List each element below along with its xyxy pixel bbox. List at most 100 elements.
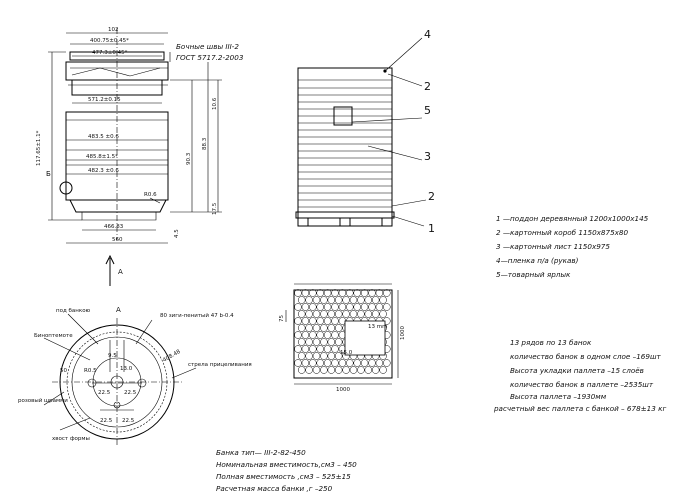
can-circle [338,359,347,367]
can-circle [383,289,391,297]
dim-h3: 17.5 [212,202,218,215]
dim-body-lower: 482.3 ±0.6 [88,168,119,174]
can-circle [342,366,350,374]
top-view-title: A [116,306,121,314]
callout-3: 3 [424,150,431,163]
can-circle [294,345,302,353]
note-per-layer: количество банок в одном слое –169шт [510,352,662,361]
can-circle [301,317,310,325]
can-circle [297,296,306,304]
note-rows: 13 рядов по 13 банок [510,338,592,347]
can-circle [305,310,313,318]
spec-type: Банка тип— III-2-82-450 [216,448,306,457]
can-circle [297,338,306,346]
dim-seam-dia: 571.2±0.15 [88,97,121,103]
can-circle [379,366,387,374]
can-circle [346,289,354,297]
label-under-can: под банкою [56,308,91,314]
can-circle [338,289,347,297]
can-circle [294,331,302,339]
dim-d8: 50 [60,368,67,374]
can-circle [364,310,373,318]
note-layers: Высота укладки паллета –15 слоёв [510,366,644,375]
can-circle [379,310,387,318]
can-circle [334,352,343,360]
can-circle [331,303,339,311]
legend-item-4: 4—пленка п/а (рукав) [496,256,579,265]
can-circle [316,289,324,297]
can-circle [327,338,336,346]
legend-item-5: 5—товарный ярлык [496,270,571,279]
can-circle [334,338,343,346]
can-circle [309,317,317,325]
can-circle [331,289,339,297]
can-circle [327,366,336,374]
spec-full: Полная вместимость ,см3 – 525±15 [216,472,351,481]
dim-flange-diameter: 400.75±0.45* [90,38,129,44]
can-circle [320,366,328,374]
can-circle [312,310,321,318]
can-circle [346,359,354,367]
can-circle [368,289,376,297]
dim-bottom-dia: 466.83 [104,224,124,230]
can-circle [368,303,376,311]
label-bottom: хвост формы [52,436,90,442]
can-circle [301,303,310,311]
callout-5: 5 [424,104,431,117]
pallet-view: 4 2 5 3 2 1 [295,28,435,235]
layout-height: 1000 [400,326,406,340]
can-circle [309,345,317,353]
dim-body-mid: 485.8±1.5* [86,154,118,160]
dim-h4: 10.6 [212,97,218,110]
spec-nominal: Номинальная вместимость,см3 – 450 [216,460,357,469]
can-circle [294,359,302,367]
can-circle [357,366,365,374]
can-circle [334,310,343,318]
can-circle [353,303,361,311]
layout-gap-h: 13 mm [368,324,387,330]
can-circle [334,324,343,332]
can-circle [297,324,306,332]
can-circle [331,317,339,325]
can-circle [383,303,391,311]
can-circle [357,296,365,304]
can-circle [327,296,336,304]
can-circle [301,345,310,353]
can-circle [305,352,313,360]
can-circle [323,317,332,325]
dim-r-bottom: R0.6 [144,192,157,198]
label-left: розовый шрамми [18,397,68,404]
can-circle [312,324,321,332]
component-legend: 1 —поддон деревянный 1200х1000х145 2 —ка… [496,214,649,279]
can-circle [331,359,339,367]
can-circle [331,345,339,353]
label-arrow: стрела прицеливания [188,362,252,368]
layout-edge: 75 [279,315,285,322]
can-circle [342,296,350,304]
can-circle [297,366,306,374]
can-circle [349,366,358,374]
callout-1: 1 [428,222,435,235]
can-circle [312,352,321,360]
can-circle [301,359,310,367]
can-circle [371,296,380,304]
can-side-view [48,28,222,244]
callout-4: 4 [424,28,431,41]
can-circle [364,296,373,304]
can-circle [371,366,380,374]
dim-d4: 13.0 [120,366,133,372]
can-circle [309,331,317,339]
can-circle [349,310,358,318]
can-circle [353,359,361,367]
can-circle [364,366,373,374]
pallet-layout: 1000 1000 75 15.0 13 mm [279,283,406,393]
dim-body-neck: 477.3±0.45* [92,50,128,56]
can-circle [294,317,302,325]
can-circle [305,324,313,332]
can-circle [375,359,384,367]
dim-d6: 22.5 [122,418,135,424]
can-circle [297,352,306,360]
can-circle [316,331,324,339]
spec-mass: Расчетная масса банки ,г –250 [216,484,333,493]
can-circle [327,324,336,332]
